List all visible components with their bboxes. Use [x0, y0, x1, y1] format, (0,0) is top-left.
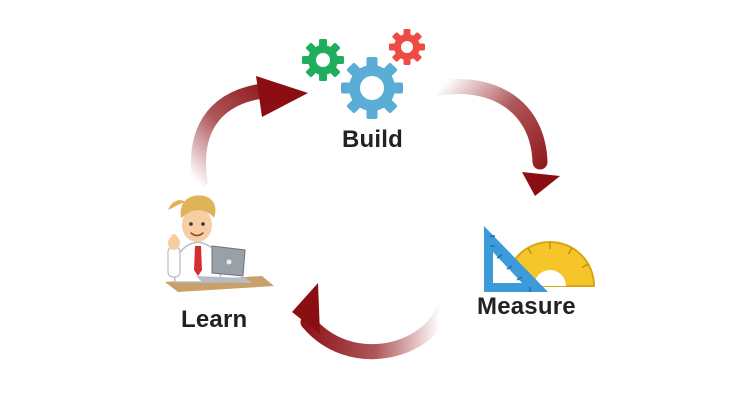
triangle-ruler-protractor-icon — [484, 226, 596, 292]
cycle-arrow-learn-to-build — [191, 76, 308, 190]
gears-icon — [302, 29, 425, 119]
person-with-laptop-icon — [165, 195, 274, 292]
learn-label: Learn — [181, 306, 248, 333]
laptop-base — [196, 276, 252, 283]
cycle-arrow-build-to-measure — [432, 79, 560, 196]
red-gear-icon — [389, 29, 425, 65]
cycle-arrow-measure-to-learn — [292, 283, 450, 360]
measure-label: Measure — [477, 293, 576, 320]
blue-gear-icon — [341, 57, 403, 119]
triangle-ruler-icon — [484, 226, 548, 292]
build-label: Build — [342, 126, 403, 153]
green-gear-icon — [302, 39, 344, 81]
